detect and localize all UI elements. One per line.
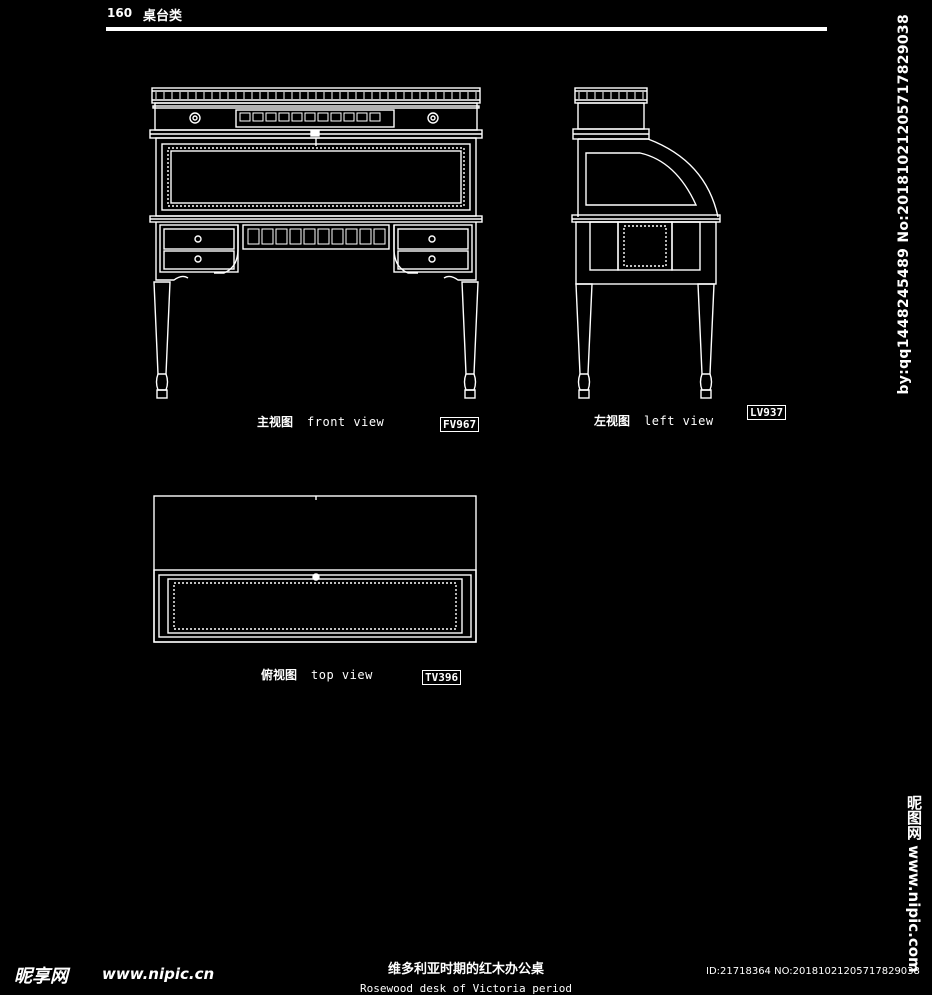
left-view-label-cn: 左视图	[594, 414, 631, 428]
top-view-caption: 俯视图 top view	[261, 666, 373, 683]
top-view-label-en: top view	[311, 668, 373, 682]
site-logo: 昵享网	[14, 966, 68, 987]
front-view-label-en: front view	[307, 415, 385, 429]
drawing-title-en: Rosewood desk of Victoria period	[360, 982, 572, 995]
front-view-code: FV967	[440, 417, 480, 432]
front-view-caption: 主视图 front view	[257, 413, 384, 430]
category-title: 桌台类	[143, 9, 183, 24]
front-view-label-cn: 主视图	[257, 415, 294, 429]
site-watermark-vertical: 昵图网 www.nipic.com	[905, 795, 923, 973]
top-view-code: TV396	[422, 670, 462, 685]
top-view-label-cn: 俯视图	[261, 668, 298, 682]
top-view-drawing	[153, 495, 477, 643]
vertical-watermark: by:qq1448245489 No:20181021205717829038	[896, 14, 912, 395]
page-number: 160	[107, 6, 133, 20]
drawing-title-cn: 维多利亚时期的红木办公桌	[387, 962, 544, 977]
left-view-label-en: left view	[644, 414, 714, 428]
site-url: www.nipic.cn	[102, 965, 215, 983]
header-rule	[106, 27, 827, 31]
image-id-line: ID:21718364 NO:20181021205717829038	[706, 966, 920, 977]
left-view-caption: 左视图 left view	[594, 412, 714, 429]
left-view-drawing	[571, 87, 721, 399]
front-view-drawing	[149, 87, 483, 399]
left-view-code: LV937	[747, 405, 787, 420]
